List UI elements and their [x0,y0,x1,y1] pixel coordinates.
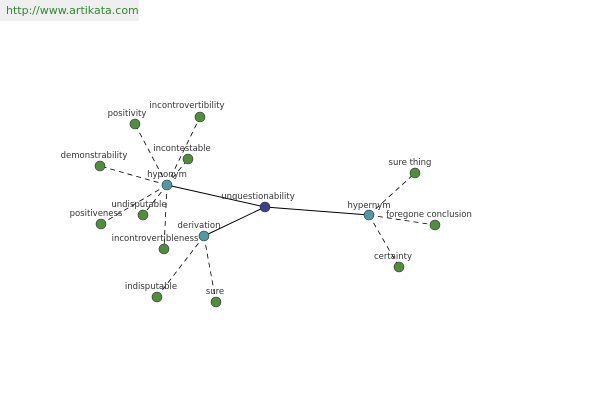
edge-hyponym-positivity [134,123,168,186]
term-node-demonstrability[interactable] [94,160,106,172]
term-label-sure-thing: sure thing [389,158,432,168]
term-label-incontrovertibility: incontrovertibility [149,101,224,111]
term-node-incontestable[interactable] [182,153,194,165]
term-node-incontrovertibility[interactable] [194,111,206,123]
edge-hyponym-undisputable [142,184,168,216]
term-label-undisputable: undisputable [111,200,166,210]
term-node-positivity[interactable] [129,118,141,130]
term-node-incontrovertibleness[interactable] [158,243,170,255]
term-node-undisputable[interactable] [137,209,149,221]
term-label-sure: sure [206,287,224,297]
edge-derivation-indisputable [156,235,205,298]
source-url-banner: http://www.artikata.com [0,0,139,21]
relation-node-hyponym[interactable] [161,179,173,191]
edge-hyponym-demonstrability [99,165,168,186]
relation-node-derivation[interactable] [198,230,210,242]
edge-hypernym-certainty [368,214,400,268]
edge-center-derivation [203,206,266,237]
term-node-foregone-conclusion[interactable] [429,219,441,231]
edge-hypernym-foregone-conclusion [368,214,436,226]
edge-hyponym-incontrovertibleness [163,184,168,250]
relation-label-hyponym: hyponym [147,170,187,180]
relation-node-hypernym[interactable] [363,209,375,221]
edge-hypernym-sure-thing [368,172,416,216]
term-label-positiveness: positiveness [70,209,123,219]
edge-derivation-sure [203,235,217,303]
edge-hyponym-incontrovertibility [166,116,201,186]
center-node-unquestionability[interactable] [259,201,271,213]
term-node-positiveness[interactable] [95,218,107,230]
center-label-unquestionability: unquestionability [221,192,295,202]
edge-hyponym-positiveness [100,184,168,225]
term-label-demonstrability: demonstrability [61,151,128,161]
term-node-certainty[interactable] [393,261,405,273]
term-label-foregone-conclusion: foregone conclusion [386,210,472,220]
term-node-indisputable[interactable] [151,291,163,303]
source-url[interactable]: http://www.artikata.com [6,4,139,17]
term-label-positivity: positivity [108,109,147,119]
term-node-sure[interactable] [210,296,222,308]
edge-center-hypernym [264,206,370,216]
edge-hyponym-incontestable [166,158,189,186]
term-label-indisputable: indisputable [125,282,177,292]
term-label-incontestable: incontestable [153,144,211,154]
term-label-incontrovertibleness: incontrovertibleness [112,234,199,244]
term-label-certainty: certainty [374,252,412,262]
edge-center-hyponym [166,184,266,208]
relation-label-hypernym: hypernym [347,201,390,211]
relation-label-derivation: derivation [177,221,220,231]
term-node-sure-thing[interactable] [409,167,421,179]
